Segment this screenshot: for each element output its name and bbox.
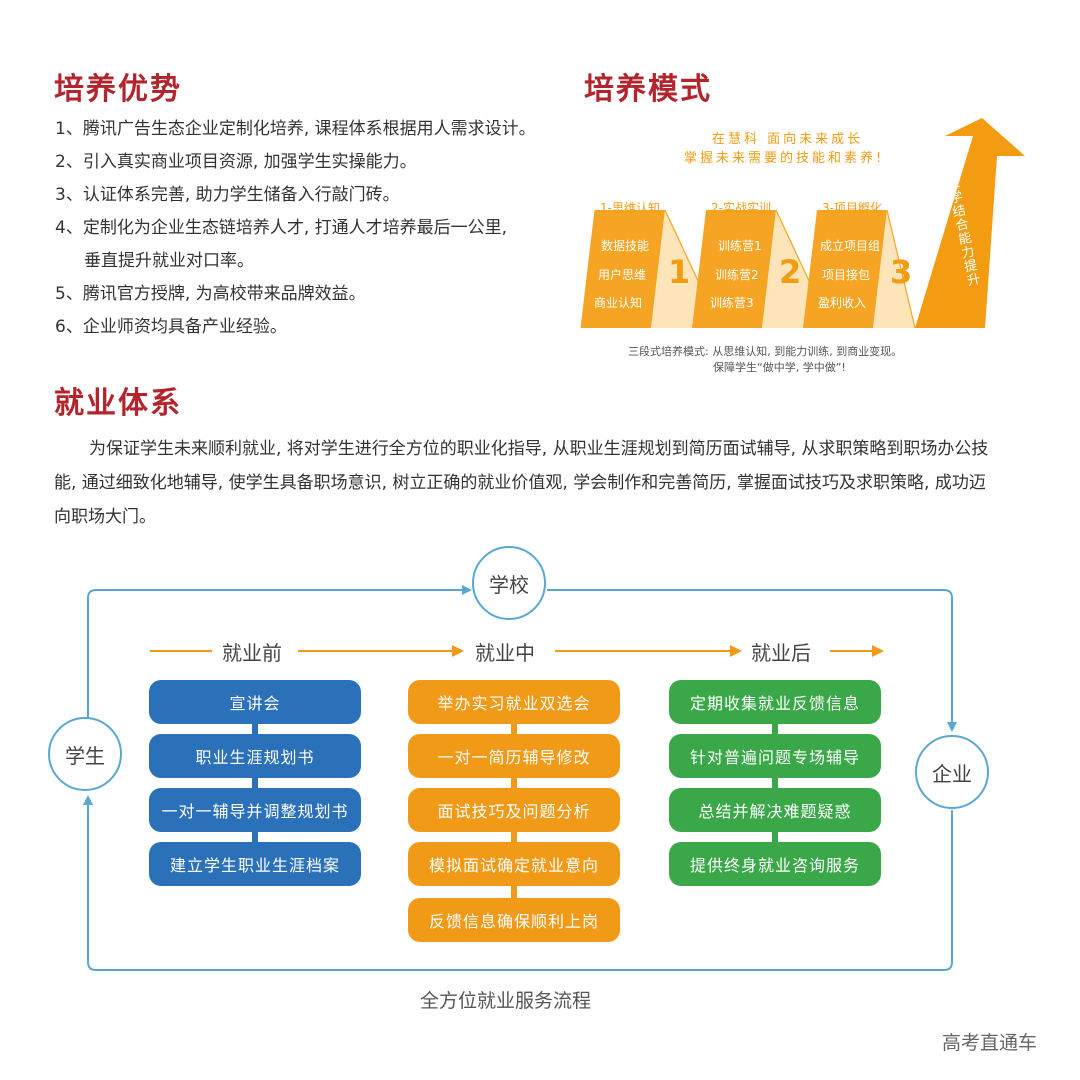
stage-title: 1-思维认知: [600, 201, 660, 215]
model-slogan-line1: 在慧科 面向未来成长: [712, 132, 864, 147]
employment-paragraph: 为保证学生未来顺利就业, 将对学生进行全方位的职业化指导, 从职业生涯规划到简历…: [54, 439, 989, 527]
stage-item: 数据技能: [601, 239, 650, 253]
advantage-item: 3、认证体系完善, 助力学生储备入行敲门砖。: [55, 185, 400, 205]
growth-arrow: [915, 118, 1025, 328]
advantage-item: 垂直提升就业对口率。: [84, 251, 254, 271]
stage-block: [803, 210, 887, 328]
stage-item: 项目接包: [822, 268, 871, 282]
model-caption-line1: 三段式培养模式: 从思维认知, 到能力训练, 到商业变现。: [628, 345, 903, 358]
during-step: 面试技巧及问题分析: [408, 788, 620, 832]
flow-caption: 全方位就业服务流程: [420, 990, 592, 1012]
stage-item: 用户思维: [598, 268, 647, 282]
stage-item: 商业认知: [594, 296, 643, 310]
stage-number: 1: [668, 253, 691, 291]
during-step: 举办实习就业双选会: [408, 680, 620, 724]
advantages-title: 培养优势: [54, 72, 182, 107]
advantage-item: 1、腾讯广告生态企业定制化培养, 课程体系根据用人需求设计。: [55, 119, 536, 139]
model-title: 培养模式: [584, 72, 712, 107]
stage-block: [581, 210, 665, 328]
phase-before: 就业前: [222, 641, 282, 665]
node-enterprise: 企业: [915, 735, 989, 809]
phase-during: 就业中: [475, 641, 535, 665]
phase-after: 就业后: [751, 641, 811, 665]
before-step: 宣讲会: [149, 680, 361, 724]
stage-title: 3-项目孵化: [822, 201, 882, 215]
node-student: 学生: [48, 717, 122, 791]
advantage-item: 4、定制化为企业生态链培养人才, 打通人才培养最后一公里,: [55, 218, 508, 238]
after-step: 定期收集就业反馈信息: [669, 680, 881, 724]
before-step: 职业生涯规划书: [149, 734, 361, 778]
node-school: 学校: [472, 546, 546, 620]
model-slogan-line2: 掌握未来需要的技能和素养!: [684, 151, 885, 166]
stage-item: 成立项目组: [820, 239, 881, 253]
advantage-item: 2、引入真实商业项目资源, 加强学生实操能力。: [55, 152, 417, 172]
stage-item: 训练营2: [715, 268, 759, 282]
stage-item: 训练营1: [718, 239, 762, 253]
stage-title: 2-实战实训: [711, 201, 771, 215]
during-step: 反馈信息确保顺利上岗: [408, 898, 620, 942]
stage-connector: [873, 210, 915, 328]
stage-item: 训练营3: [710, 296, 754, 310]
watermark: 高考直通车: [942, 1032, 1038, 1054]
after-step: 针对普遍问题专场辅导: [669, 734, 881, 778]
stage-number: 3: [890, 253, 913, 291]
advantage-item: 6、企业师资均具备产业经验。: [55, 317, 287, 337]
stage-number: 2: [779, 253, 802, 291]
stage-block: [692, 210, 776, 328]
employment-title: 就业体系: [54, 386, 182, 421]
advantages-list: 1、腾讯广告生态企业定制化培养, 课程体系根据用人需求设计。 2、引入真实商业项…: [55, 113, 575, 344]
advantage-item: 5、腾讯官方授牌, 为高校带来品牌效益。: [55, 284, 366, 304]
model-caption-line2: 保障学生“做中学, 学中做”!: [713, 361, 846, 374]
stage-item: 盈利收入: [818, 296, 867, 310]
before-step: 建立学生职业生涯档案: [149, 842, 361, 886]
training-model-diagram: [580, 118, 1025, 329]
before-step: 一对一辅导并调整规划书: [149, 788, 361, 832]
during-step: 一对一简历辅导修改: [408, 734, 620, 778]
during-step: 模拟面试确定就业意向: [408, 842, 620, 886]
after-step: 提供终身就业咨询服务: [669, 842, 881, 886]
after-step: 总结并解决难题疑惑: [669, 788, 881, 832]
